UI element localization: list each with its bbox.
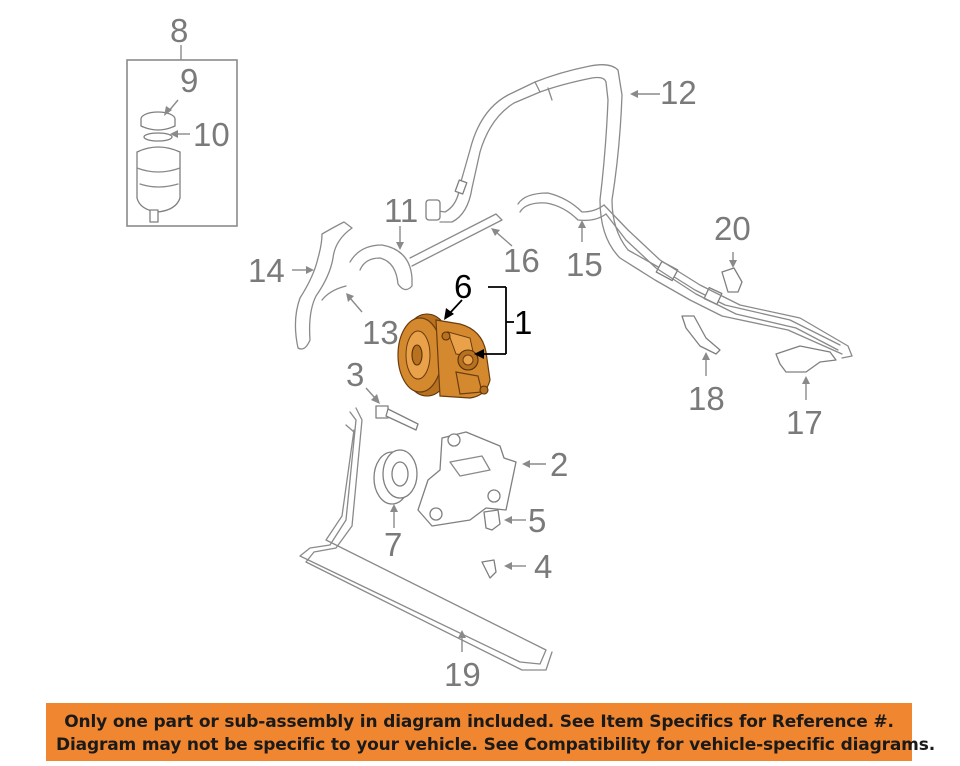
callout-9: 9 bbox=[180, 62, 198, 99]
mount-bracket-2 bbox=[417, 431, 546, 527]
callout-16: 16 bbox=[503, 242, 540, 279]
bracket-20 bbox=[721, 252, 743, 293]
bracket-5 bbox=[483, 509, 526, 531]
pulley-7 bbox=[373, 449, 418, 528]
hose-13 bbox=[321, 285, 363, 313]
notice-line-1: Only one part or sub-assembly in diagram… bbox=[64, 712, 894, 732]
reservoir-assembly bbox=[126, 45, 238, 227]
callout-20: 20 bbox=[714, 210, 751, 247]
notice-line-2: Diagram may not be specific to your vehi… bbox=[56, 735, 935, 755]
callout-5: 5 bbox=[528, 502, 546, 539]
callout-1: 1 bbox=[514, 304, 532, 341]
parts-diagram: 8 9 10 12 11 16 14 15 20 6 1 13 3 18 17 … bbox=[126, 12, 853, 693]
callout-4: 4 bbox=[534, 548, 552, 585]
suction-hose bbox=[349, 213, 513, 291]
callout-3: 3 bbox=[346, 356, 364, 393]
clamp-18 bbox=[681, 315, 721, 376]
bolt-3 bbox=[365, 387, 419, 431]
compatibility-notice-banner: Only one part or sub-assembly in diagram… bbox=[46, 703, 935, 761]
hose-14 bbox=[292, 221, 353, 350]
leader-6-1 bbox=[444, 286, 514, 359]
callout-19: 19 bbox=[444, 656, 481, 693]
callout-2: 2 bbox=[550, 446, 568, 483]
clamp-17 bbox=[775, 345, 837, 400]
callout-17: 17 bbox=[786, 404, 823, 441]
pressure-hose bbox=[425, 64, 843, 355]
callout-13: 13 bbox=[362, 314, 399, 351]
callout-10: 10 bbox=[193, 116, 230, 153]
callout-7: 7 bbox=[384, 526, 402, 563]
return-hose bbox=[517, 192, 853, 359]
drive-belt-19 bbox=[299, 407, 553, 671]
bracket-4 bbox=[481, 559, 526, 579]
callout-15: 15 bbox=[566, 246, 603, 283]
callout-14: 14 bbox=[248, 252, 285, 289]
callout-18: 18 bbox=[688, 380, 725, 417]
callout-12: 12 bbox=[660, 74, 697, 111]
callout-6: 6 bbox=[454, 268, 472, 305]
power-steering-pump bbox=[397, 313, 491, 399]
callout-8: 8 bbox=[170, 12, 188, 49]
callout-11: 11 bbox=[384, 192, 418, 229]
